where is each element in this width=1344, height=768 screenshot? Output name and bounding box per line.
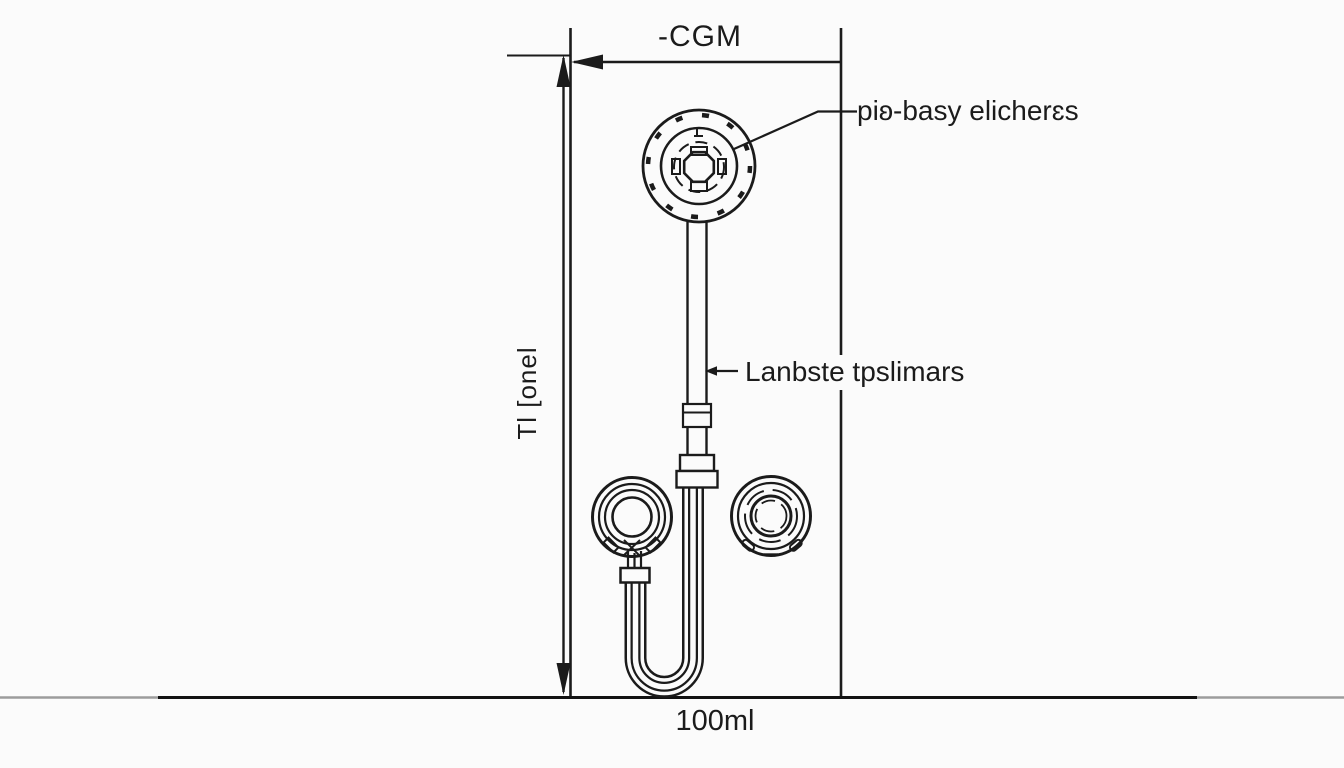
floor-dimension-label: 100ml xyxy=(675,705,755,737)
showerhead-mark xyxy=(694,128,703,137)
pipe-nut xyxy=(678,453,716,473)
pipe-label: Lanbste tpslimars xyxy=(743,355,971,390)
shower-hose xyxy=(624,487,704,698)
leader-lines xyxy=(705,110,857,376)
pipe-leader-arrow xyxy=(705,366,717,376)
top-dimension-line xyxy=(507,54,840,70)
showerhead-label: piʚ-basy elicherɛs xyxy=(857,95,1079,126)
pipe-coupling xyxy=(681,402,713,429)
height-dimension-label: Tl [onel xyxy=(512,346,542,440)
hose-fitting xyxy=(675,469,719,489)
showerhead-leader xyxy=(733,110,857,151)
valve-hose-block xyxy=(619,566,651,584)
left-valve xyxy=(591,476,673,584)
top-dimension-label: -CGM xyxy=(658,20,742,53)
riser-pipe xyxy=(675,222,719,489)
height-dimension-line xyxy=(556,55,571,695)
right-flange xyxy=(730,475,812,557)
shower-head xyxy=(641,108,757,224)
